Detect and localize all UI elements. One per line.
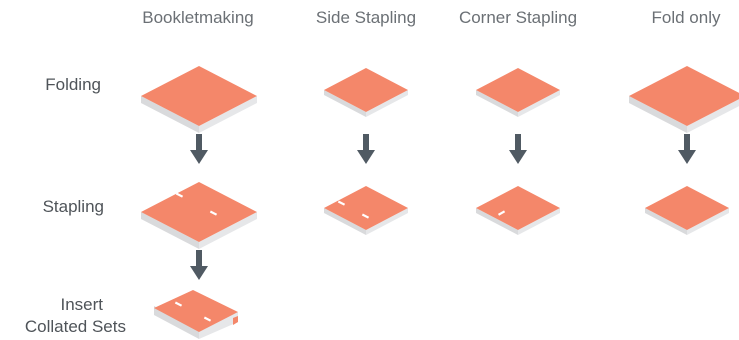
folded-sheet-icon xyxy=(324,68,408,117)
down-arrow-icon xyxy=(190,250,208,280)
column-heading-bookletmaking: Bookletmaking xyxy=(142,8,254,27)
folded-sheet-icon xyxy=(645,186,729,235)
row-label-line-2: Collated Sets xyxy=(24,317,126,336)
down-arrow-icon xyxy=(678,134,696,164)
column-heading-corner-stapling: Corner Stapling xyxy=(458,8,578,27)
down-arrow-icon xyxy=(357,134,375,164)
row-label-folding: Folding xyxy=(45,75,101,94)
stapled-sheet-icon xyxy=(476,186,560,235)
row-label-line-1: Insert xyxy=(60,295,103,314)
column-heading-fold-only: Fold only xyxy=(651,8,721,27)
stapled-sheet-icon xyxy=(141,182,257,249)
collated-booklet-icon xyxy=(154,290,238,339)
down-arrow-icon xyxy=(190,134,208,164)
row-label-stapling: Stapling xyxy=(42,197,104,216)
folded-sheet-icon xyxy=(141,66,257,133)
folded-sheet-icon xyxy=(629,66,739,133)
down-arrow-icon xyxy=(509,134,527,164)
folded-sheet-icon xyxy=(476,68,560,117)
row-label-insert-collated-sets: Insert Collated Sets xyxy=(0,294,126,338)
column-heading-side-stapling: Side Stapling xyxy=(315,8,417,27)
stapled-sheet-icon xyxy=(324,186,408,235)
